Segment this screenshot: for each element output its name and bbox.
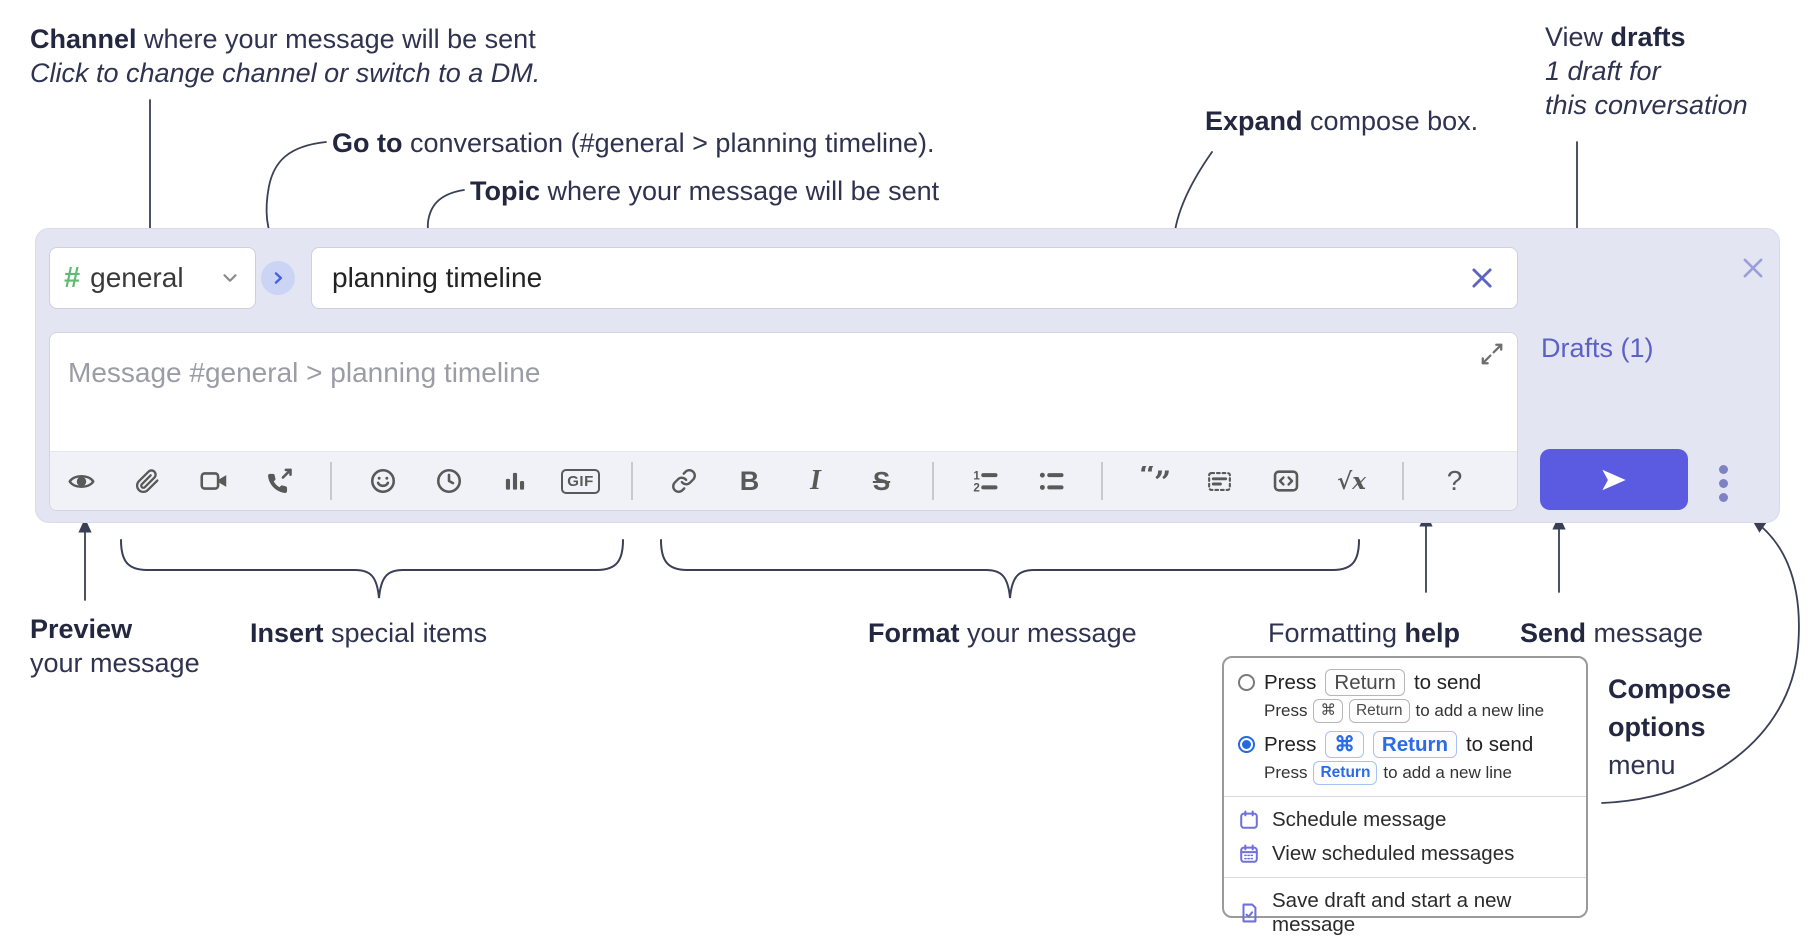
cmd-key-chip: ⌘ — [1325, 731, 1364, 758]
channel-annotation: Channel where your message will be sent … — [30, 24, 541, 88]
schedule-message-item[interactable]: Schedule message — [1224, 803, 1586, 837]
toolbar-divider — [1402, 462, 1404, 500]
calendar-icon — [1238, 809, 1260, 831]
toolbar-divider — [932, 462, 934, 500]
close-compose-icon[interactable] — [1738, 253, 1768, 283]
voice-call-icon[interactable] — [264, 460, 295, 502]
expand-compose-icon[interactable] — [1479, 341, 1505, 372]
chevron-down-icon — [219, 267, 241, 289]
return-key-chip: Return — [1348, 699, 1410, 723]
svg-text:“: “ — [1139, 466, 1156, 493]
emoji-icon[interactable] — [367, 460, 398, 502]
send-button[interactable] — [1540, 449, 1688, 510]
insert-annotation: Insert special items — [250, 618, 488, 648]
compose-options-annotation: Compose options menu — [1608, 674, 1732, 780]
view-scheduled-messages-item[interactable]: View scheduled messages — [1224, 837, 1586, 871]
view-drafts-annotation: View drafts 1 draft for this conversatio… — [1545, 22, 1748, 120]
italic-icon[interactable]: I — [810, 465, 821, 496]
option-cmd-return-sub-hint: Press Return to add a new line — [1224, 759, 1586, 790]
topic-input[interactable] — [311, 247, 1518, 309]
radio-checked-icon[interactable] — [1238, 736, 1255, 753]
radio-unchecked-icon[interactable] — [1238, 674, 1255, 691]
preview-annotation: Preview your message — [30, 614, 200, 678]
return-key-chip: Return — [1325, 669, 1405, 696]
chevron-right-icon — [274, 272, 283, 284]
return-key-chip: Return — [1372, 731, 1457, 758]
formatting-help-annotation: Formatting help — [1268, 618, 1461, 648]
format-brace — [660, 539, 1360, 599]
goto-conversation-button[interactable] — [261, 261, 295, 295]
spoiler-icon[interactable] — [1204, 460, 1235, 502]
svg-text:2: 2 — [973, 482, 980, 495]
math-icon[interactable]: √x — [1337, 467, 1366, 495]
insert-brace — [120, 539, 624, 599]
send-icon — [1602, 469, 1626, 490]
quote-icon[interactable]: “” — [1138, 460, 1169, 502]
compose-box: # general Message #general > planning ti… — [35, 228, 1780, 523]
strikethrough-icon[interactable]: S — [872, 465, 891, 496]
popup-divider — [1224, 796, 1586, 797]
channel-name: general — [90, 262, 184, 293]
channel-hash-icon: # — [64, 261, 81, 294]
gif-icon[interactable]: GIF — [561, 460, 600, 502]
preview-icon[interactable] — [66, 460, 97, 502]
video-call-icon[interactable] — [198, 460, 229, 502]
channel-selector[interactable]: # general — [49, 247, 256, 309]
drafts-link[interactable]: Drafts (1) — [1541, 333, 1654, 363]
return-key-chip: Return — [1313, 761, 1378, 785]
cmd-key-chip: ⌘ — [1313, 699, 1343, 723]
message-input[interactable]: Message #general > planning timeline — [68, 357, 541, 388]
toolbar-divider — [330, 462, 332, 500]
format-annotation: Format your message — [868, 618, 1137, 648]
bulleted-list-icon[interactable] — [1035, 460, 1066, 502]
draft-save-icon — [1238, 902, 1260, 924]
popup-divider — [1224, 877, 1586, 878]
toolbar-divider — [631, 462, 633, 500]
bold-icon[interactable]: B — [739, 465, 760, 496]
send-message-annotation: Send message — [1520, 618, 1704, 648]
svg-text:1: 1 — [973, 469, 980, 482]
topic-annotation: Topic where your message will be sent — [470, 176, 940, 206]
poll-icon[interactable] — [499, 460, 530, 502]
link-icon[interactable] — [668, 460, 699, 502]
attach-file-icon[interactable] — [132, 460, 163, 502]
goto-annotation: Go to conversation (#general > planning … — [332, 128, 935, 158]
expand-annotation: Expand compose box. — [1205, 106, 1479, 136]
calendar-grid-icon — [1238, 843, 1260, 865]
time-icon[interactable] — [433, 460, 464, 502]
option-return-sub-hint: Press ⌘ Return to add a new line — [1224, 697, 1586, 728]
option-cmd-return-to-send[interactable]: Press ⌘ Return to send — [1224, 728, 1586, 759]
option-return-to-send[interactable]: Press Return to send — [1224, 666, 1586, 697]
code-icon[interactable] — [1270, 460, 1301, 502]
toolbar-divider — [1101, 462, 1103, 500]
svg-text:”: ” — [1154, 466, 1169, 496]
message-box: Message #general > planning timeline GIF… — [49, 332, 1518, 511]
save-draft-new-message-item[interactable]: Save draft and start a new message — [1224, 884, 1586, 942]
topic-clear-icon[interactable] — [1466, 262, 1498, 294]
compose-options-popup: Press Return to send Press ⌘ Return to a… — [1222, 656, 1588, 936]
compose-options-menu-icon[interactable] — [1711, 461, 1735, 505]
help-icon[interactable]: ? — [1446, 465, 1463, 496]
compose-toolbar: GIF B I S 12 “” √x? — [50, 451, 1517, 510]
